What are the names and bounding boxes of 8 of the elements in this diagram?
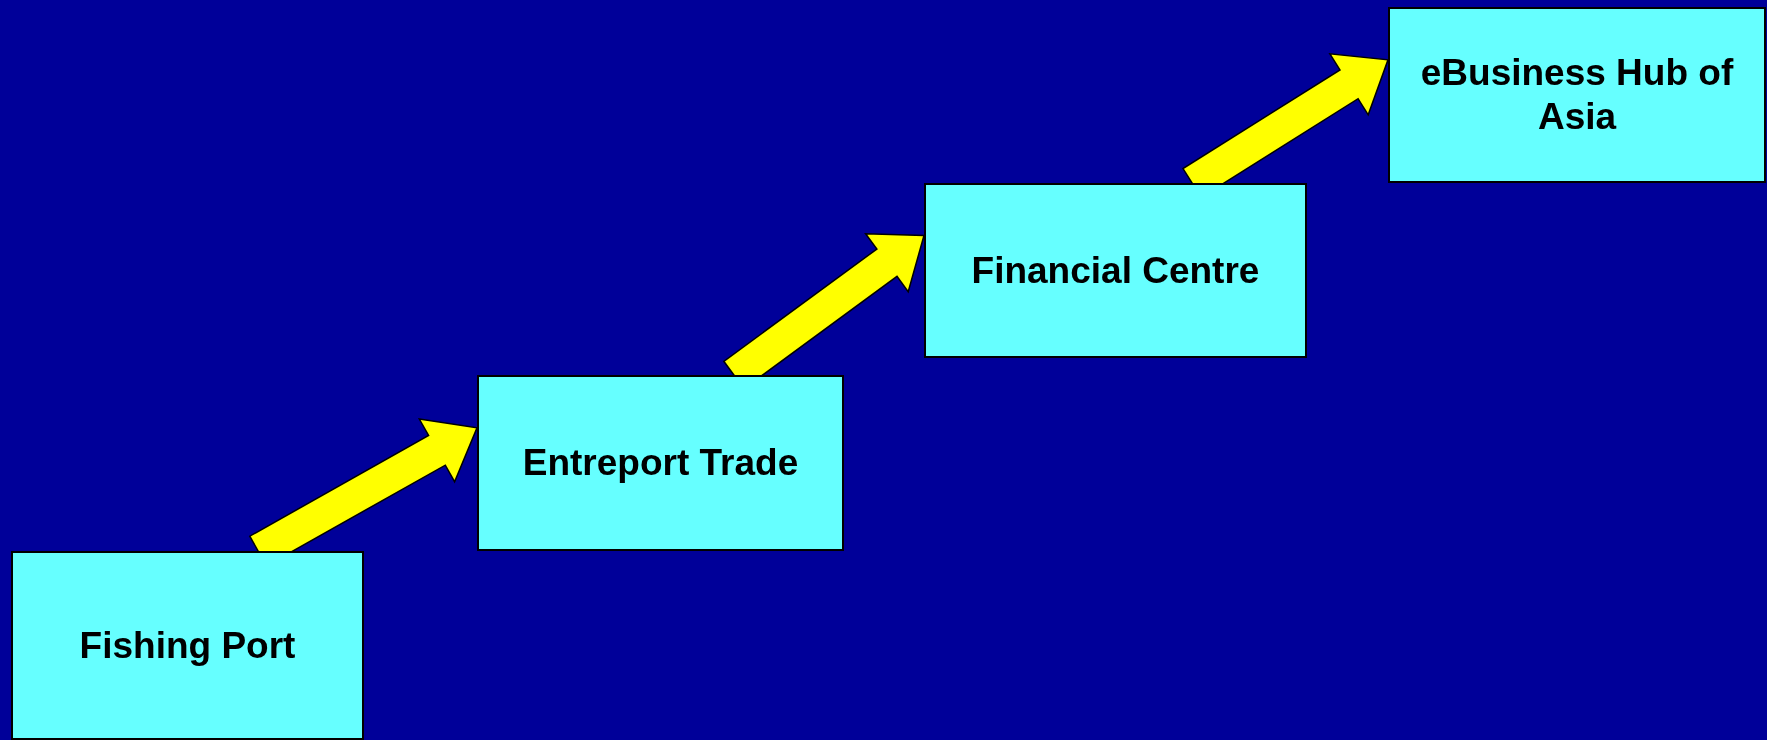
stage-label: Financial Centre [971, 248, 1260, 293]
stage-label: eBusiness Hub of Asia [1419, 51, 1735, 139]
stage-box [11, 551, 364, 740]
stage-box [1388, 7, 1766, 183]
stage-box [477, 375, 844, 551]
stage-label: Entreport Trade [522, 441, 799, 485]
stage-label: Fishing Port [79, 623, 296, 668]
stage-box [924, 183, 1307, 358]
